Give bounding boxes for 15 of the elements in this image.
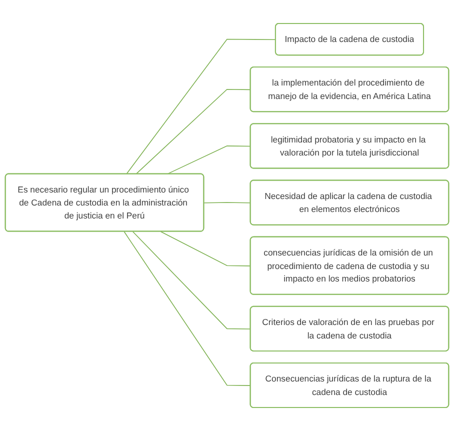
connector-line — [166, 146, 252, 174]
connector-line — [136, 88, 252, 174]
subtopic-node: Consecuencias jurídicas de la ruptura de la cadena de custodia — [250, 362, 450, 408]
subtopic-node: legitimidad probatoria y su impacto en la valoración por la tutela jurisdiccional — [250, 123, 450, 169]
subtopic-node: Impacto de la cadena de custodia — [274, 22, 424, 56]
subtopic-node: la implementación del procedimiento de manejo de la evidencia, en América Latina — [250, 66, 450, 112]
connector-line — [204, 202, 252, 204]
subtopic-node: Criterios de valoración de en las pruebas por la cadena de custodia — [250, 306, 450, 352]
subtopic-node: consecuencias jurídicas de la omisión de un procedimiento de cadena de custodia y su impacto en los medios probatorios — [250, 236, 450, 295]
connector-line — [132, 231, 252, 330]
connector-line — [126, 38, 276, 174]
subtopic-node: Necesidad de aplicar la cadena de custodia en elementos electrónicos — [250, 180, 450, 226]
connector-line — [124, 231, 252, 386]
connector-line — [160, 231, 252, 266]
main-topic-node: Es necesario regular un procedimiento único de Cadena de custodia en la administración de justicia en el Perú — [4, 173, 204, 232]
